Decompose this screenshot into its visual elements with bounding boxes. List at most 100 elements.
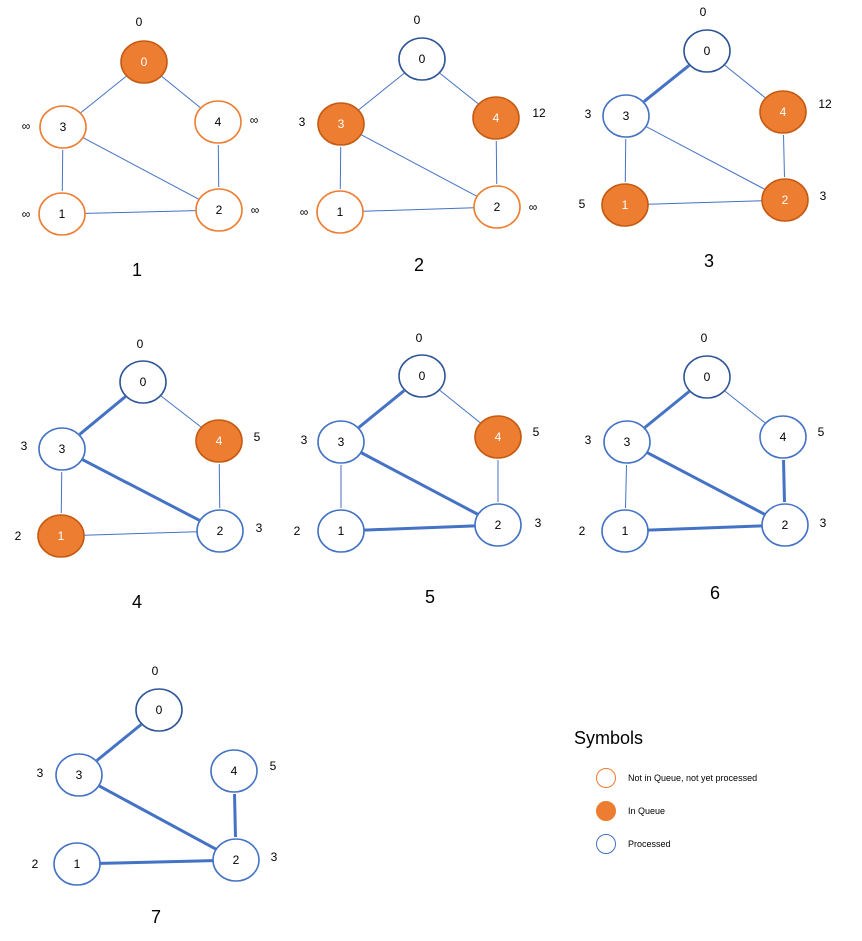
edge-3-1 <box>625 464 627 509</box>
node-0-circle <box>135 688 183 732</box>
node-3-distance: 3 <box>299 115 306 129</box>
node-4-label: 4 <box>216 434 223 448</box>
edge-1-2 <box>647 200 763 205</box>
node-3-label: 3 <box>623 109 630 123</box>
node-0-label: 0 <box>704 44 711 58</box>
node-2-circle <box>761 178 809 222</box>
node-4-circle <box>210 749 258 793</box>
node-0-distance: 0 <box>701 331 708 345</box>
node-0-label: 0 <box>704 370 711 384</box>
edge-1-2 <box>363 524 476 532</box>
legend-item-not-processed: Not in Queue, not yet processed <box>596 767 757 789</box>
node-0-circle <box>119 360 167 404</box>
node-2-distance: 3 <box>256 521 263 535</box>
step-title: 2 <box>414 255 424 275</box>
node-1-circle <box>601 183 649 227</box>
legend-label: Not in Queue, not yet processed <box>628 773 758 783</box>
node-2-circle <box>196 509 244 553</box>
node-3-distance: 3 <box>585 107 592 121</box>
node-0-label: 0 <box>140 375 147 389</box>
node-1-label: 1 <box>622 198 629 212</box>
edge-0-4 <box>724 65 766 98</box>
node-1-distance: ∞ <box>300 205 309 219</box>
node-4-circle <box>195 419 243 463</box>
node-0-distance: 0 <box>414 13 421 27</box>
edge-4-2 <box>233 793 237 838</box>
step-title: 3 <box>704 251 714 271</box>
step-title: 7 <box>151 907 161 927</box>
node-2-circle <box>761 503 809 547</box>
edge-0-3 <box>80 76 127 113</box>
legend-label: In Queue <box>628 806 666 816</box>
node-3-circle <box>317 102 365 146</box>
node-4-circle <box>759 90 807 134</box>
step-title: 4 <box>132 592 142 612</box>
edge-1-2 <box>99 859 214 865</box>
edge-3-2 <box>360 451 479 516</box>
edge-3-2 <box>361 134 477 197</box>
edge-1-2 <box>362 207 475 212</box>
node-4-label: 4 <box>780 105 787 119</box>
step-title: 6 <box>710 583 720 603</box>
edge-0-3 <box>358 73 405 110</box>
node-0-distance: 0 <box>700 5 707 19</box>
edge-4-2 <box>783 134 785 178</box>
node-1-circle <box>53 842 101 886</box>
node-3-distance: ∞ <box>22 119 31 133</box>
node-2-distance: 3 <box>820 189 827 203</box>
node-3-circle <box>38 427 86 471</box>
node-4-circle <box>472 96 520 140</box>
node-1-circle <box>316 190 364 234</box>
node-0-circle <box>398 354 446 398</box>
node-0-distance: 0 <box>152 664 159 678</box>
node-4-label: 4 <box>215 115 222 129</box>
node-0-circle <box>398 37 446 81</box>
node-2-label: 2 <box>782 193 789 207</box>
node-3-label: 3 <box>338 435 345 449</box>
node-0-circle <box>120 40 168 84</box>
node-4-distance: 5 <box>270 759 277 773</box>
step-title: 1 <box>132 260 142 280</box>
node-2-distance: ∞ <box>529 200 538 214</box>
node-3-distance: 3 <box>301 433 308 447</box>
node-3-label: 3 <box>76 768 83 782</box>
node-4-distance: 5 <box>818 425 825 439</box>
node-1-label: 1 <box>338 524 345 538</box>
node-4-distance: ∞ <box>250 113 259 127</box>
edge-3-2 <box>83 137 199 200</box>
edge-3-2 <box>81 458 201 522</box>
node-4-label: 4 <box>780 430 787 444</box>
node-2-label: 2 <box>217 524 224 538</box>
node-4-distance: 12 <box>818 97 832 111</box>
legend-swatch-processed <box>596 834 616 854</box>
node-3-label: 3 <box>624 435 631 449</box>
edge-0-3 <box>78 395 127 436</box>
node-4-label: 4 <box>493 111 500 125</box>
edge-1-2 <box>84 210 197 214</box>
edge-0-4 <box>160 395 202 428</box>
node-2-circle <box>195 188 243 232</box>
legend-item-processed: Processed <box>596 833 671 855</box>
node-4-circle <box>194 100 242 144</box>
node-2-label: 2 <box>782 518 789 532</box>
node-2-distance: ∞ <box>251 203 260 217</box>
node-1-circle <box>37 514 85 558</box>
node-2-distance: 3 <box>271 850 278 864</box>
edge-4-2 <box>782 459 786 503</box>
node-2-distance: 3 <box>535 516 542 530</box>
node-1-distance: 2 <box>32 857 39 871</box>
legend-swatch-not-processed <box>596 768 616 788</box>
node-1-distance: ∞ <box>22 207 31 221</box>
node-0-circle <box>683 355 731 399</box>
node-3-circle <box>317 420 365 464</box>
node-0-label: 0 <box>141 55 148 69</box>
edge-0-4 <box>439 390 481 423</box>
node-2-circle <box>474 503 522 547</box>
edge-3-2 <box>98 784 217 851</box>
node-3-distance: 3 <box>37 766 44 780</box>
node-4-label: 4 <box>231 764 238 778</box>
